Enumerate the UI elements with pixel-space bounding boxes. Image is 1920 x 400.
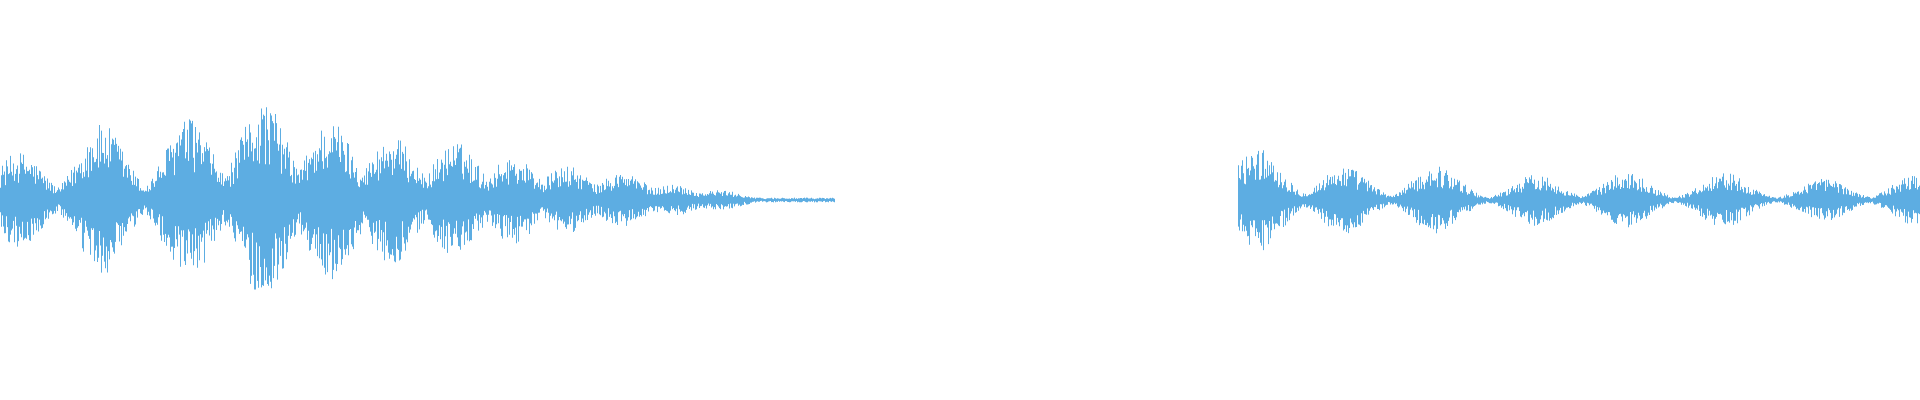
waveform-samples: [0, 107, 1920, 290]
waveform-trace: [0, 107, 1920, 290]
